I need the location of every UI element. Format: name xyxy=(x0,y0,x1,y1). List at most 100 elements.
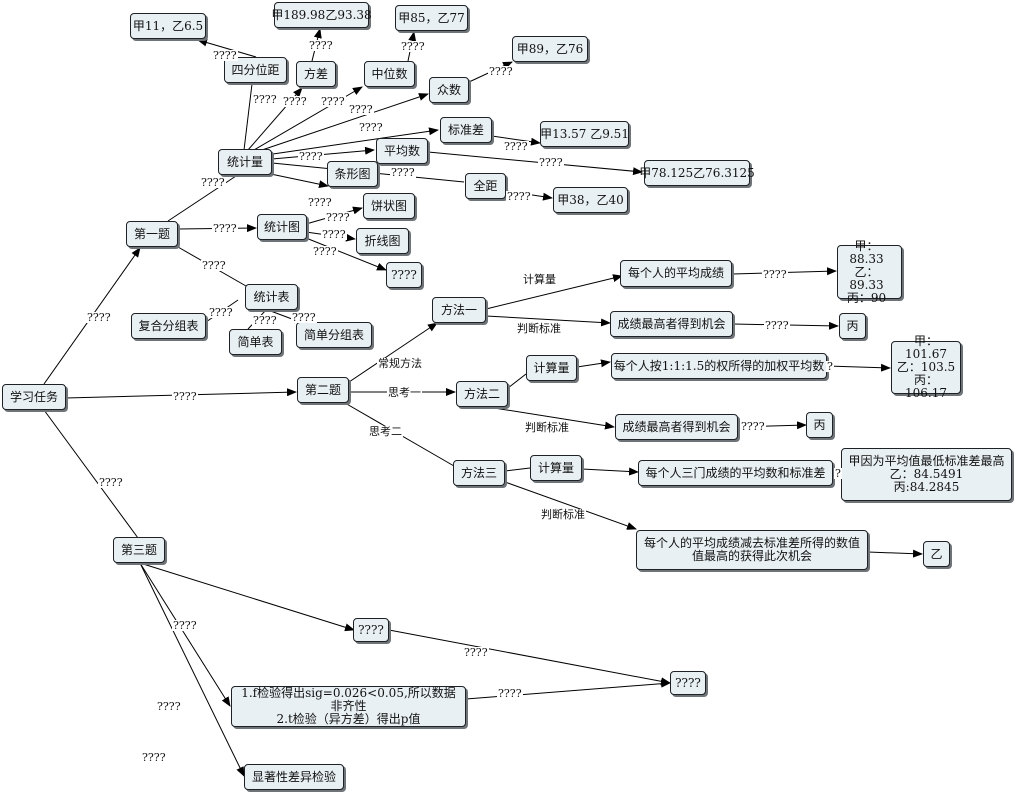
edge-label: ???? xyxy=(172,619,198,632)
connector xyxy=(305,237,387,271)
connector xyxy=(43,409,139,539)
connector xyxy=(581,467,639,476)
edge-label: ???? xyxy=(307,196,333,209)
node-question-1[interactable]: 第一题 xyxy=(126,221,178,247)
value-mean[interactable]: 甲78.125乙76.3125 xyxy=(639,160,755,186)
node-q3-unknown-1[interactable]: ???? xyxy=(353,618,389,642)
edge-label: ???? xyxy=(212,222,238,235)
node-range[interactable]: 全距 xyxy=(465,173,506,199)
node-method2-values[interactable]: 甲：101.67 乙：103.5 丙：106.17 xyxy=(891,335,961,400)
node-computation-2[interactable]: 计算量 xyxy=(526,355,577,381)
value-interquartile-range[interactable]: 甲11，乙6.5 xyxy=(130,13,206,39)
edge-label: ???? xyxy=(141,751,167,764)
edge-label: ???? xyxy=(208,306,234,319)
node-method2-calc[interactable]: 每个人按1:1:1.5的权所得的加权平均数 xyxy=(611,353,827,379)
edge-label: ???? xyxy=(298,150,324,163)
edge-label: ???? xyxy=(348,103,374,116)
edge-label: ???? xyxy=(488,65,514,78)
node-interquartile-range[interactable]: 四分位距 xyxy=(224,57,287,83)
edge-label: ???? xyxy=(390,166,416,179)
edge-label: ? xyxy=(826,360,834,373)
connector xyxy=(265,127,439,156)
node-method3-values[interactable]: 甲因为平均值最低标准差最高 乙：84.5491 丙:84.2845 xyxy=(841,448,1012,501)
connector xyxy=(867,549,923,558)
connector xyxy=(139,562,245,777)
connector xyxy=(139,562,231,707)
node-mode[interactable]: 众数 xyxy=(429,77,469,103)
value-std-dev[interactable]: 甲13.57 乙9.51 xyxy=(540,121,629,147)
edge-label: 思考一 xyxy=(387,386,422,399)
connector xyxy=(826,363,891,372)
node-root[interactable]: 学习任务 xyxy=(2,384,66,410)
node-line-chart[interactable]: 折线图 xyxy=(356,228,409,254)
connector xyxy=(504,467,531,472)
node-std-dev[interactable]: 标准差 xyxy=(440,117,492,143)
edge-label: ???? xyxy=(156,700,182,713)
connector xyxy=(491,135,541,146)
node-method3-judge[interactable]: 每个人的平均成绩减去标准差所得的数值 值最高的获得此次机会 xyxy=(636,530,868,570)
node-method1-values[interactable]: 甲：88.33 乙：89.33 丙：90 xyxy=(837,239,902,304)
connector xyxy=(485,274,623,310)
edge-label: ???? xyxy=(98,476,124,489)
connector xyxy=(139,562,355,632)
node-question-2[interactable]: 第二题 xyxy=(297,377,349,403)
edge-label: ???? xyxy=(321,228,347,241)
edge-label: 判断标准 xyxy=(524,421,570,434)
node-method2-judge[interactable]: 成绩最高者得到机会 xyxy=(615,414,738,440)
edge-label: ???? xyxy=(506,190,532,203)
edge-label: 思考二 xyxy=(368,425,403,438)
node-significance-test[interactable]: 显著性差异检验 xyxy=(244,764,344,790)
edge-label: ???? xyxy=(201,259,227,272)
node-computation-3[interactable]: 计算量 xyxy=(530,455,582,481)
node-q3-unknown-2[interactable]: ???? xyxy=(670,671,706,695)
edge-label: ???? xyxy=(503,140,529,153)
node-variance[interactable]: 方差 xyxy=(296,61,336,87)
node-mean[interactable]: 平均数 xyxy=(376,138,428,164)
node-method1-judge[interactable]: 成绩最高者得到机会 xyxy=(610,311,733,337)
node-simple-table[interactable]: 简单表 xyxy=(229,329,282,355)
node-simple-group-table[interactable]: 简单分组表 xyxy=(296,322,372,348)
value-mode[interactable]: 甲89，乙76 xyxy=(512,36,588,62)
connector xyxy=(388,629,671,686)
edge-label: ???? xyxy=(358,121,384,134)
node-method-3[interactable]: 方法三 xyxy=(453,460,505,486)
edge-label: ???? xyxy=(252,93,278,106)
node-compound-group-table[interactable]: 复合分组表 xyxy=(131,313,206,339)
edge-label: ???? xyxy=(282,95,308,108)
node-method3-result[interactable]: 乙 xyxy=(923,541,950,567)
node-method2-result[interactable]: 丙 xyxy=(806,412,833,438)
node-statistical-table[interactable]: 统计表 xyxy=(245,284,298,310)
value-median[interactable]: 甲85，乙77 xyxy=(395,5,468,31)
value-variance[interactable]: 甲189.98乙93.38 xyxy=(271,2,372,28)
node-method3-calc[interactable]: 每个人三门成绩的平均数和标准差 xyxy=(638,460,833,486)
edge-label: ???? xyxy=(400,40,426,53)
node-question-3[interactable]: 第三题 xyxy=(113,537,165,563)
node-method1-calc[interactable]: 每个人的平均成绩 xyxy=(620,260,732,287)
edge-label: ???? xyxy=(740,420,766,433)
connector xyxy=(197,38,257,58)
edge-label: ???? xyxy=(308,39,334,52)
edge-label: ???? xyxy=(762,268,788,281)
connector xyxy=(487,406,615,430)
node-q3-test-result[interactable]: 1.f检验得出sig=0.026<0.05,所以数据非齐性 2.t检验（异方差）… xyxy=(231,686,466,727)
edge-label: 判断标准 xyxy=(516,322,562,335)
node-chart-unknown[interactable]: ???? xyxy=(386,262,422,288)
edge-label: ???? xyxy=(252,314,278,327)
edge-label: ???? xyxy=(172,390,198,403)
value-range[interactable]: 甲38，乙40 xyxy=(553,187,628,213)
node-median[interactable]: 中位数 xyxy=(364,61,415,87)
node-statistical-chart[interactable]: 统计图 xyxy=(257,214,307,240)
edge-label: ???? xyxy=(463,646,489,659)
node-method-2[interactable]: 方法二 xyxy=(456,381,508,407)
node-statistics[interactable]: 统计量 xyxy=(218,149,272,175)
node-method1-result[interactable]: 丙 xyxy=(839,313,866,339)
edge-label: 判断标准 xyxy=(540,508,586,521)
edge-label: ???? xyxy=(212,49,238,62)
connector xyxy=(265,172,329,189)
node-method-1[interactable]: 方法一 xyxy=(432,297,486,323)
edge-label: ???? xyxy=(86,311,112,324)
edge-label: ???? xyxy=(325,211,351,224)
node-bar-chart[interactable]: 条形图 xyxy=(327,161,378,187)
node-pie-chart[interactable]: 饼状图 xyxy=(363,193,415,219)
